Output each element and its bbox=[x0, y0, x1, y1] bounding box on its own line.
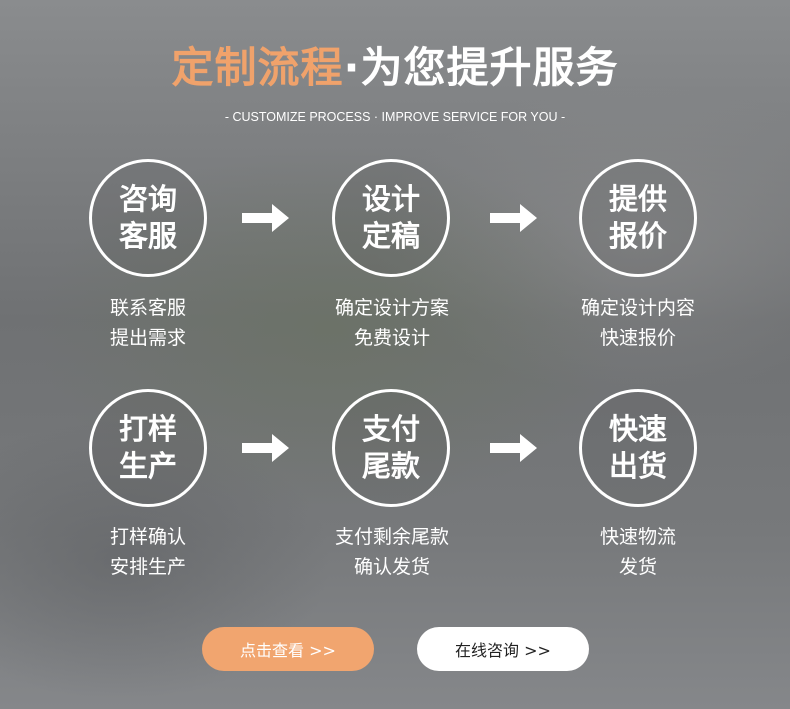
step-circle-payment: 支付尾款 bbox=[332, 389, 450, 507]
step-desc-consult: 联系客服 提出需求 bbox=[48, 293, 248, 353]
step-circle-quote: 提供报价 bbox=[579, 159, 697, 277]
step-desc-line: 快速报价 bbox=[599, 327, 676, 349]
step-desc-line: 确定设计方案 bbox=[334, 297, 449, 319]
step-desc-sample: 打样确认 安排生产 bbox=[48, 522, 248, 582]
step-desc-design: 确定设计方案 免费设计 bbox=[292, 293, 492, 353]
online-consult-button[interactable]: 在线咨询 >> bbox=[417, 627, 589, 671]
title-separator: · bbox=[343, 43, 361, 92]
step-circle-sample: 打样生产 bbox=[89, 389, 207, 507]
step-circle-label: 支付尾款 bbox=[361, 412, 420, 483]
step-desc-shipping: 快速物流 发货 bbox=[538, 522, 738, 582]
step-circle-consult: 咨询客服 bbox=[89, 159, 207, 277]
step-circle-shipping: 快速出货 bbox=[579, 389, 697, 507]
arrow-right-icon bbox=[242, 434, 289, 462]
step-desc-line: 支付剩余尾款 bbox=[334, 526, 449, 548]
step-desc-line: 快速物流 bbox=[599, 526, 676, 548]
arrow-right-icon bbox=[242, 204, 289, 232]
view-details-button[interactable]: 点击查看 >> bbox=[202, 627, 374, 671]
step-desc-line: 免费设计 bbox=[353, 327, 430, 349]
arrow-right-icon bbox=[490, 204, 537, 232]
step-circle-label: 提供报价 bbox=[608, 182, 667, 253]
page-subtitle: - CUSTOMIZE PROCESS · IMPROVE SERVICE FO… bbox=[224, 110, 566, 124]
step-desc-line: 打样确认 bbox=[109, 526, 186, 548]
step-desc-line: 确定设计内容 bbox=[580, 297, 695, 319]
step-desc-payment: 支付剩余尾款 确认发货 bbox=[292, 522, 492, 582]
page-title: 定制流程·为您提升服务 bbox=[0, 34, 790, 95]
step-desc-line: 发货 bbox=[618, 556, 657, 578]
arrow-right-icon bbox=[490, 434, 537, 462]
step-desc-line: 安排生产 bbox=[109, 556, 186, 578]
step-circle-design: 设计定稿 bbox=[332, 159, 450, 277]
step-circle-label: 设计定稿 bbox=[361, 182, 420, 253]
title-highlight: 定制流程 bbox=[171, 43, 344, 92]
step-desc-line: 确认发货 bbox=[353, 556, 430, 578]
step-desc-quote: 确定设计内容 快速报价 bbox=[538, 293, 738, 353]
step-desc-line: 提出需求 bbox=[109, 327, 186, 349]
title-rest: 为您提升服务 bbox=[360, 43, 619, 92]
step-circle-label: 咨询客服 bbox=[118, 182, 177, 253]
step-desc-line: 联系客服 bbox=[109, 297, 186, 319]
step-circle-label: 快速出货 bbox=[608, 412, 667, 483]
step-circle-label: 打样生产 bbox=[118, 412, 177, 483]
